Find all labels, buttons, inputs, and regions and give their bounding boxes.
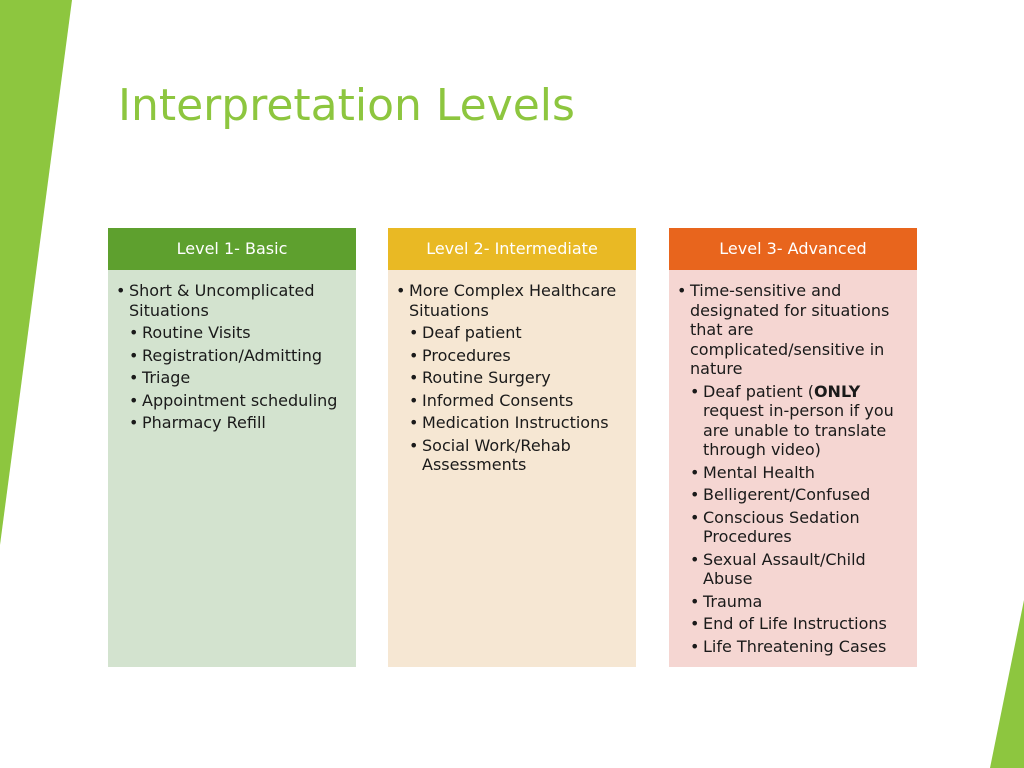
right-green-stripe	[990, 600, 1024, 768]
deaf-prefix: Deaf patient (	[703, 381, 814, 401]
list-item: End of Life Instructions	[688, 614, 909, 634]
list-item: Routine Visits	[127, 323, 348, 343]
list-item: Procedures	[407, 346, 628, 366]
list-item: Triage	[127, 368, 348, 388]
list-item-deaf-patient: Deaf patient (ONLY request in-person if …	[688, 382, 909, 460]
level-3-main-bullet: Time-sensitive and designated for situat…	[675, 281, 909, 379]
list-item: Medication Instructions	[407, 413, 628, 433]
level-2-body: More Complex Healthcare Situations Deaf …	[388, 270, 636, 667]
level-1-main-bullet: Short & Uncomplicated Situations	[114, 281, 348, 320]
level-3-body: Time-sensitive and designated for situat…	[669, 270, 917, 667]
level-2-main-bullet: More Complex Healthcare Situations	[394, 281, 628, 320]
deaf-emphasis: ONLY	[813, 381, 861, 401]
list-item: Deaf patient	[407, 323, 628, 343]
list-item: Informed Consents	[407, 391, 628, 411]
level-1-header: Level 1- Basic	[108, 228, 356, 270]
list-item: Routine Surgery	[407, 368, 628, 388]
list-item: Pharmacy Refill	[127, 413, 348, 433]
list-item: Social Work/Rehab Assessments	[407, 436, 628, 475]
level-3-card: Level 3- Advanced Time-sensitive and des…	[669, 228, 917, 667]
list-item: Appointment scheduling	[127, 391, 348, 411]
level-1-card: Level 1- Basic Short & Uncomplicated Sit…	[108, 228, 356, 667]
level-2-header: Level 2- Intermediate	[388, 228, 636, 270]
level-1-body: Short & Uncomplicated Situations Routine…	[108, 270, 356, 667]
list-item: Belligerent/Confused	[688, 485, 909, 505]
deaf-suffix: request in-person if you are unable to t…	[703, 401, 894, 459]
level-2-card: Level 2- Intermediate More Complex Healt…	[388, 228, 636, 667]
level-3-header: Level 3- Advanced	[669, 228, 917, 270]
list-item: Sexual Assault/Child Abuse	[688, 550, 909, 589]
list-item: Registration/Admitting	[127, 346, 348, 366]
list-item: Mental Health	[688, 463, 909, 483]
list-item: Conscious Sedation Procedures	[688, 508, 909, 547]
list-item: Life Threatening Cases	[688, 637, 909, 657]
left-green-stripe	[0, 0, 72, 545]
slide-title: Interpretation Levels	[118, 80, 575, 131]
list-item: Trauma	[688, 592, 909, 612]
